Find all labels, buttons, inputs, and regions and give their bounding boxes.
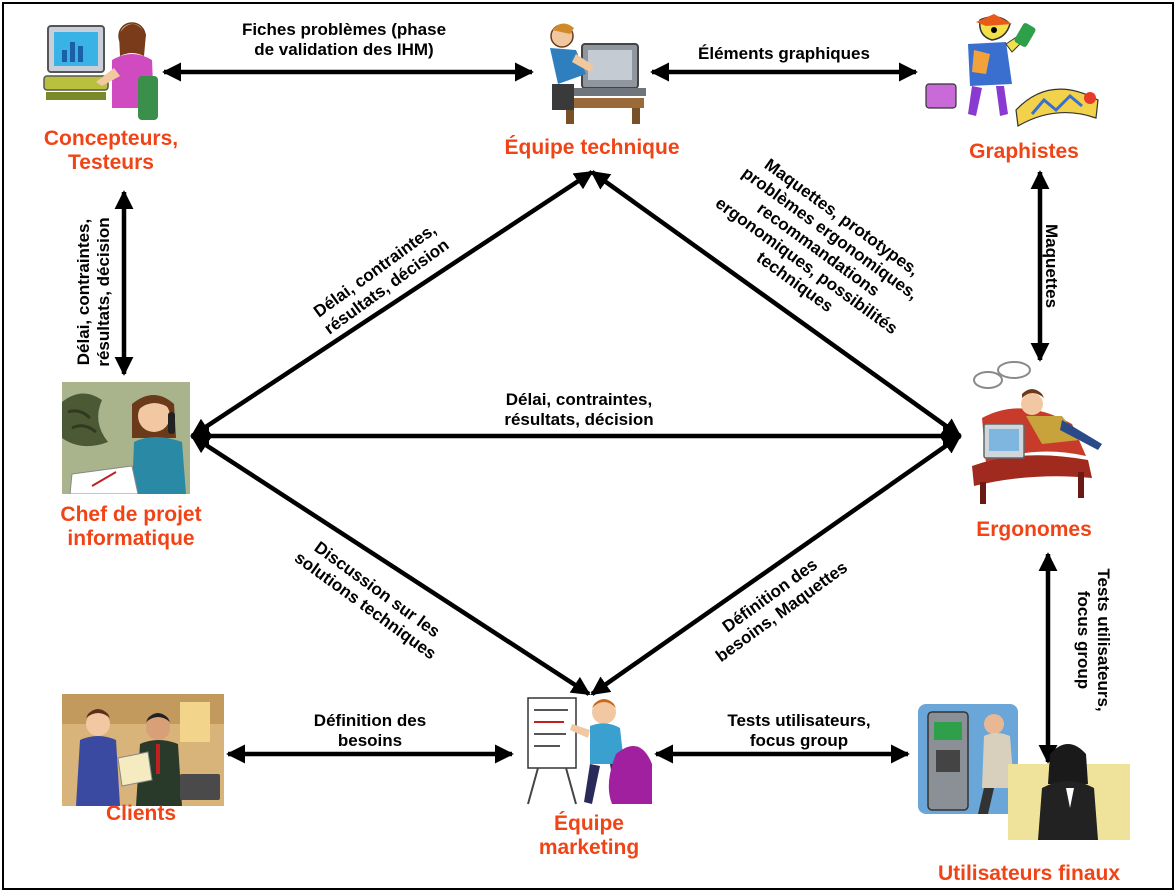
edge-label-concepteurs-chef: Délai, contraintes, résultats, décision — [74, 192, 114, 392]
node-label-equipe-marketing: Équipe marketing — [504, 812, 674, 860]
edge-label-clients-marketing: Définition des besoins — [280, 711, 460, 751]
computer-user-icon — [43, 22, 158, 120]
node-label-line: Chef de projet — [60, 503, 202, 526]
edge-chef-technique — [190, 170, 594, 438]
edge-label-line: focus group — [749, 731, 849, 750]
edge-label-concepteurs-technique: Fiches problèmes (phase de validation de… — [194, 20, 494, 60]
edge-label-line: résultats, décision — [94, 217, 113, 367]
edge-label-marketing-utilisateurs: Tests utilisateurs, focus group — [694, 711, 904, 751]
edge-label-line: besoins — [337, 731, 403, 750]
node-label-line: Testeurs — [68, 151, 154, 174]
edge-label-line: Délai, contraintes, — [74, 218, 93, 366]
connections-layer — [114, 62, 1058, 764]
edge-label-line: Définition des — [313, 711, 427, 730]
node-label-graphistes: Graphistes — [969, 140, 1079, 163]
node-label-concepteurs: Concepteurs, Testeurs — [22, 127, 200, 175]
node-label-line: informatique — [67, 527, 195, 550]
edge-label-line: Tests utilisateurs, — [1094, 568, 1113, 712]
edge-label-technique-graphistes: Éléments graphiques — [698, 44, 870, 63]
node-label-utilisateurs-finaux: Utilisateurs finaux — [937, 862, 1121, 885]
edge-label-graphistes-ergonomes: Maquettes — [1042, 223, 1061, 309]
node-label-line: marketing — [538, 836, 640, 859]
node-label-ergonomes: Ergonomes — [976, 518, 1092, 541]
man-in-chair-icon — [972, 361, 1102, 504]
technician-at-computer-icon — [550, 23, 646, 124]
edge-label-line: de validation des IHM) — [254, 40, 434, 59]
node-label-line: Concepteurs, — [43, 127, 179, 150]
edge-label-line: Délai, contraintes, — [505, 390, 653, 409]
node-label-clients: Clients — [105, 802, 176, 825]
node-label-line: Équipe — [553, 812, 624, 835]
node-label-equipe-technique: Équipe technique — [504, 136, 680, 159]
edge-chef-marketing — [190, 434, 591, 696]
node-label-chef-de-projet: Chef de projet informatique — [26, 503, 236, 551]
edge-label-line: résultats, décision — [504, 410, 654, 429]
flipchart-presenter-icon — [527, 697, 652, 805]
woman-on-phone-icon — [62, 382, 190, 494]
edge-label-ergonomes-utilisateurs: Tests utilisateurs, focus group — [1073, 545, 1113, 735]
edge-label-line: Fiches problèmes (phase — [241, 20, 447, 39]
edge-label-line: focus group — [1074, 590, 1093, 690]
graphic-artist-icon — [925, 14, 1099, 127]
edge-ergonomes-marketing — [590, 434, 962, 696]
edge-label-chef-ergonomes: Délai, contraintes, résultats, décision — [474, 390, 684, 430]
atm-user-icon — [918, 704, 1130, 840]
business-meeting-icon — [62, 694, 224, 806]
edge-technique-ergonomes — [590, 170, 962, 438]
edge-label-line: Tests utilisateurs, — [727, 711, 871, 730]
